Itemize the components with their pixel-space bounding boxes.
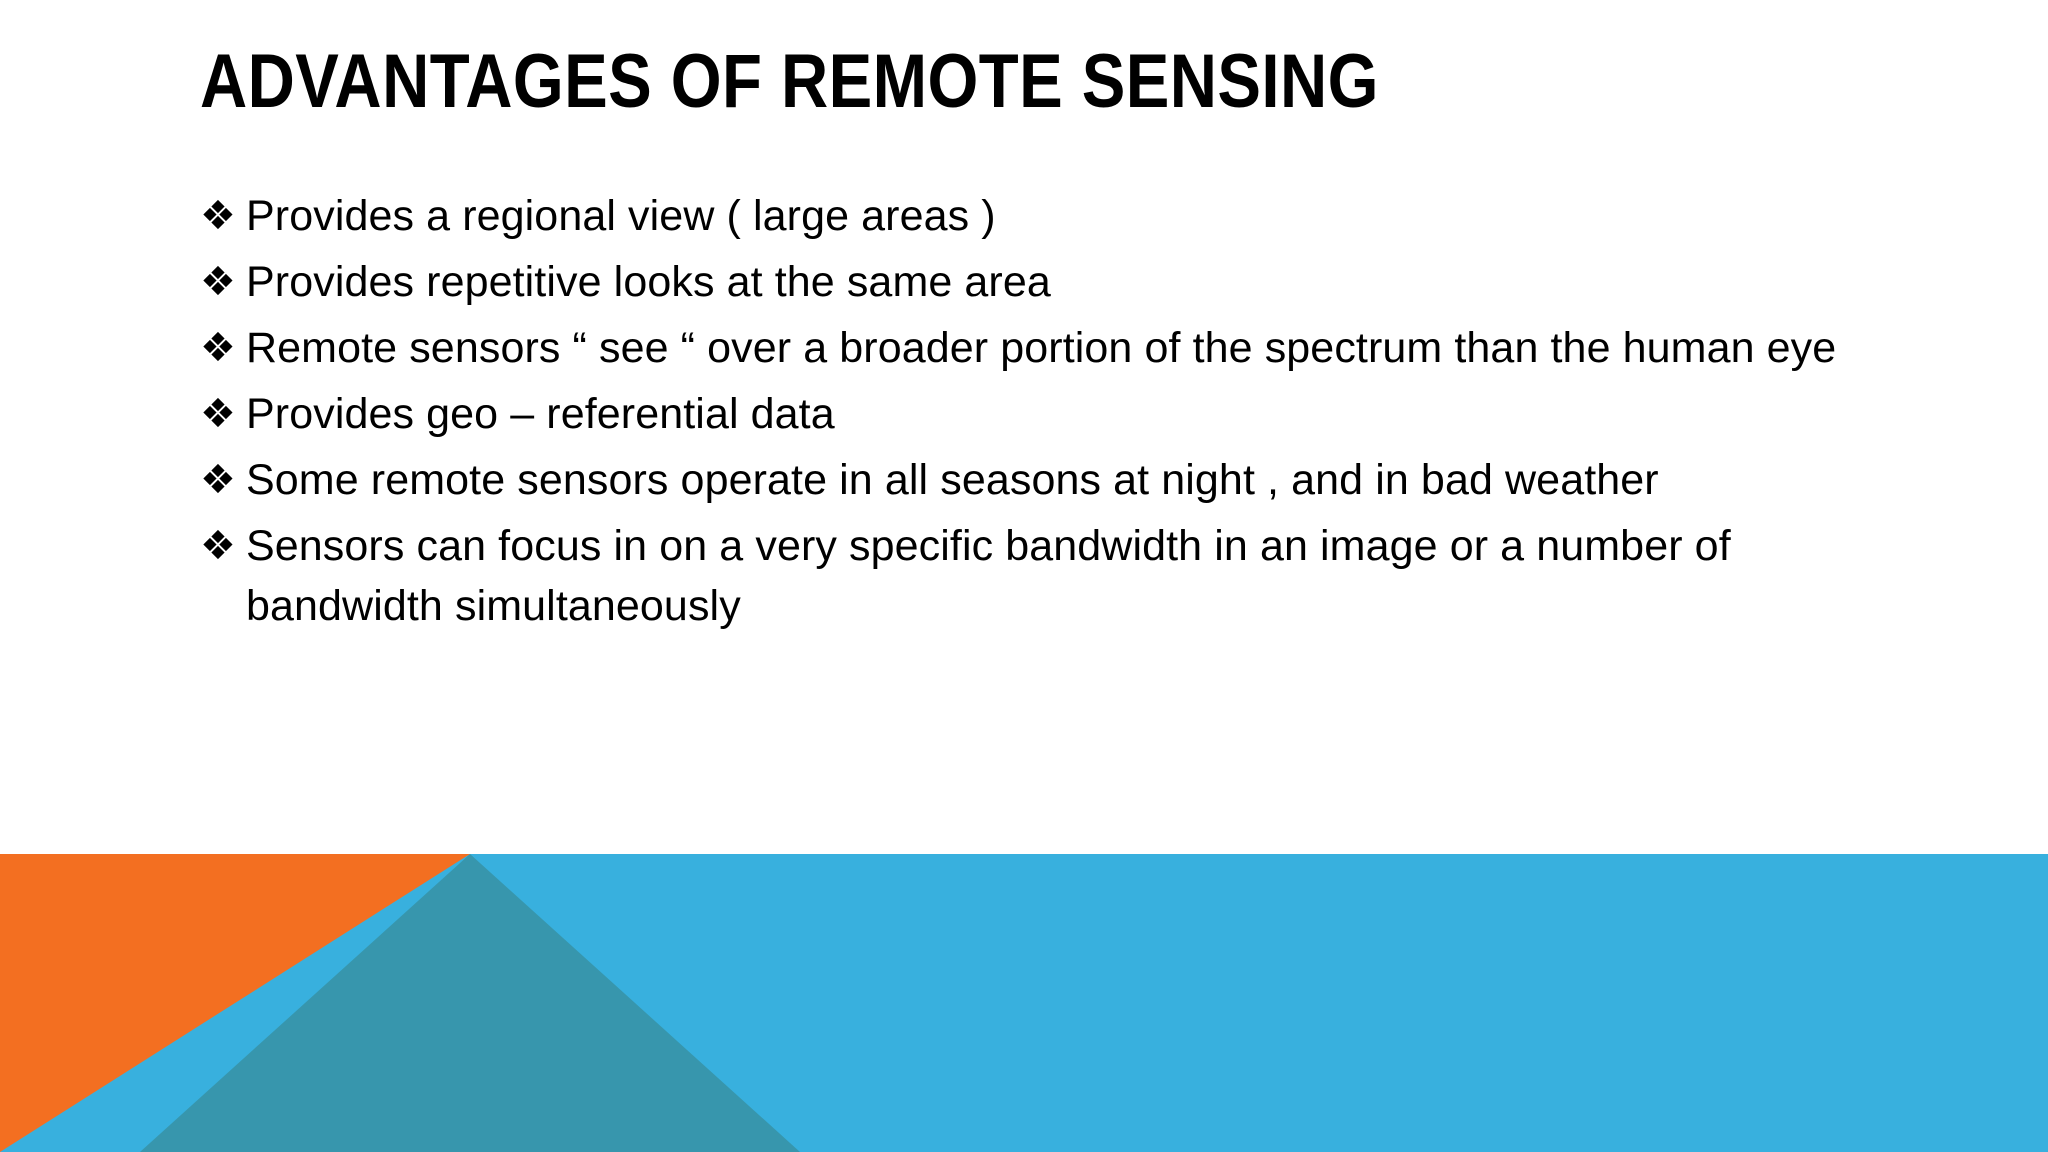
diamond-bullet-icon: ❖ — [200, 325, 236, 371]
orange-wedge-shape — [0, 854, 470, 1152]
footer-decoration-shapes — [0, 854, 2048, 1152]
diamond-bullet-icon: ❖ — [200, 193, 236, 239]
diamond-bullet-icon: ❖ — [200, 391, 236, 437]
slide-body: ❖ Provides a regional view ( large areas… — [200, 186, 1840, 642]
bullet-item: ❖ Some remote sensors operate in all sea… — [200, 450, 1840, 510]
bullet-text: Remote sensors “ see “ over a broader po… — [246, 324, 1837, 372]
bullet-item: ❖ Provides repetitive looks at the same … — [200, 252, 1840, 312]
bullet-item: ❖ Sensors can focus in on a very specifi… — [200, 516, 1840, 636]
bullet-text: Provides geo – referential data — [246, 390, 835, 438]
bullet-text: Provides repetitive looks at the same ar… — [246, 258, 1051, 306]
bullet-item: ❖ Provides geo – referential data — [200, 384, 1840, 444]
slide-title: ADVANTAGES OF REMOTE SENSING — [200, 39, 1379, 124]
bullet-text: Some remote sensors operate in all seaso… — [246, 456, 1659, 504]
footer-decoration — [0, 854, 2048, 1152]
diamond-bullet-icon: ❖ — [200, 457, 236, 503]
bullet-item: ❖ Provides a regional view ( large areas… — [200, 186, 1840, 246]
teal-overlap-shape — [140, 854, 800, 1152]
diamond-bullet-icon: ❖ — [200, 259, 236, 305]
bullet-item: ❖ Remote sensors “ see “ over a broader … — [200, 318, 1840, 378]
bullet-text: Sensors can focus in on a very specific … — [246, 522, 1731, 630]
bullet-text: Provides a regional view ( large areas ) — [246, 192, 996, 240]
diamond-bullet-icon: ❖ — [200, 523, 236, 569]
